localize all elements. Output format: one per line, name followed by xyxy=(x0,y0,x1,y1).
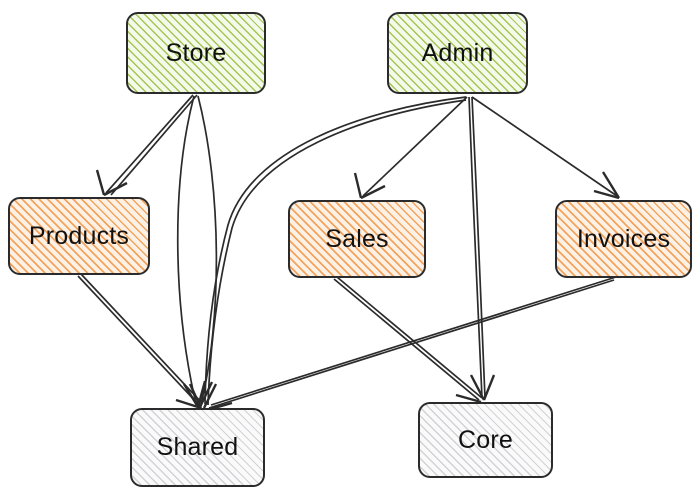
node-store[interactable]: Store xyxy=(126,12,266,94)
edge-store-shared-left xyxy=(176,95,207,408)
edge-admin-invoices xyxy=(471,96,621,200)
edge-invoices-shared xyxy=(206,276,617,421)
edge-store-products xyxy=(95,94,198,197)
edge-admin-core xyxy=(468,96,496,401)
edge-sales-core xyxy=(333,276,483,404)
node-label-products: Products xyxy=(28,221,130,250)
node-products[interactable]: Products xyxy=(8,197,150,275)
node-core[interactable]: Core xyxy=(418,402,553,478)
node-label-sales: Sales xyxy=(325,224,389,253)
node-invoices[interactable]: Invoices xyxy=(555,200,692,278)
node-label-store: Store xyxy=(165,38,227,67)
node-label-core: Core xyxy=(458,425,513,454)
node-label-invoices: Invoices xyxy=(576,224,671,253)
edge-products-shared xyxy=(77,273,203,410)
node-sales[interactable]: Sales xyxy=(288,200,426,278)
edge-admin-sales xyxy=(353,96,468,200)
node-label-shared: Shared xyxy=(156,433,239,461)
node-label-admin: Admin xyxy=(421,38,494,67)
node-admin[interactable]: Admin xyxy=(387,12,528,94)
edge-admin-shared xyxy=(202,96,467,409)
node-shared[interactable]: Shared xyxy=(130,408,265,487)
